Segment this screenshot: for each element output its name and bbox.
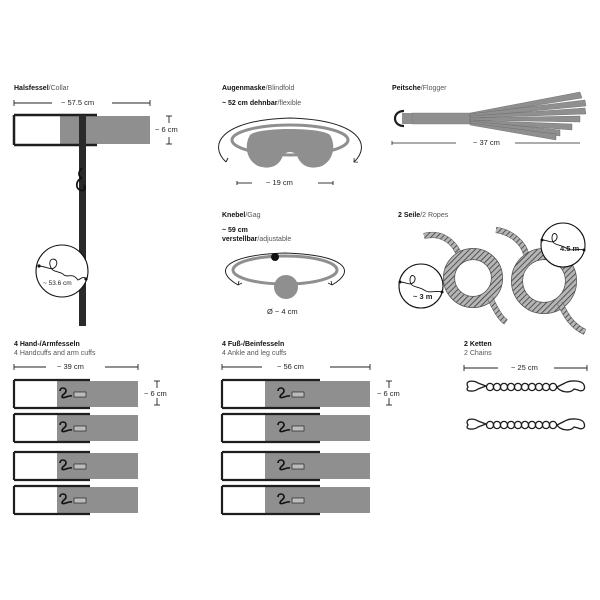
ankle-cuffs-length-label: ~ 56 cm <box>274 362 307 371</box>
hand-cuff-4 <box>12 484 138 516</box>
collar-length-dimension <box>13 100 151 106</box>
chains-length-dimension <box>463 365 588 371</box>
flogger-title-en: Flogger <box>422 85 447 92</box>
gag-title-en: Gag <box>247 212 261 219</box>
rope-2-length-label: 4.5 m <box>560 244 580 253</box>
collar-strap <box>60 116 150 144</box>
hand-cuffs-graphic <box>12 364 160 516</box>
leash-length-label: ~ 53.6 cm <box>43 280 72 287</box>
rope-2-length-callout <box>540 222 586 268</box>
rope-1-length-callout <box>398 263 444 309</box>
snap-hook-icon <box>277 459 291 471</box>
ankle-cuff-4 <box>220 484 370 516</box>
leash-hook-icon <box>75 167 86 192</box>
ropes-title: 2 Seile/2 Ropes <box>398 212 449 219</box>
rope-1 <box>423 232 508 325</box>
gag-adjustable: verstellbar/adjustable <box>222 236 292 243</box>
collar-title-de: Halsfessel <box>14 85 49 92</box>
blindfold-strap <box>230 123 350 157</box>
chains-length-label: ~ 25 cm <box>508 363 541 372</box>
hand-cuff-1 <box>12 378 138 410</box>
gag-title-de: Knebel <box>222 212 246 219</box>
snap-hook-icon <box>277 421 291 433</box>
blindfold-title-en: Blindfold <box>267 85 295 92</box>
snap-hook-icon <box>59 387 73 399</box>
blindfold-width-dimension <box>236 181 334 185</box>
gag-length: ~ 59 cm <box>222 227 248 234</box>
ankle-cuffs-width-dimension <box>386 380 392 406</box>
ankle-cuff-3 <box>220 450 370 482</box>
leash-length-callout <box>35 244 89 298</box>
snap-hook-icon <box>277 493 291 505</box>
chains-title-en: 2 Chains <box>464 350 492 357</box>
collar-width-dimension <box>166 115 172 145</box>
flogger-tails <box>469 91 587 141</box>
collar-length-label: ~ 57.5 cm <box>58 98 98 107</box>
snap-hook-icon <box>59 493 73 505</box>
collar-width-label: ~ 6 cm <box>152 125 181 134</box>
ankle-cuff-2 <box>220 412 370 444</box>
blindfold-mask <box>246 129 334 168</box>
hand-cuffs-length-label: ~ 39 cm <box>54 362 87 371</box>
ankle-cuff-1 <box>220 378 370 410</box>
hand-cuff-3 <box>12 450 138 482</box>
chains-title-de: 2 Ketten <box>464 341 492 348</box>
chains-graphic <box>463 365 588 431</box>
blindfold-title: Augenmaske/Blindfold <box>222 85 295 92</box>
hand-cuff-2 <box>12 412 138 444</box>
collar-graphic <box>12 100 172 326</box>
flogger-title-de: Peitsche <box>392 85 421 92</box>
flogger-length-label: ~ 37 cm <box>470 138 503 147</box>
snap-hook-icon <box>277 387 291 399</box>
chain-2 <box>466 418 586 431</box>
flogger-graphic <box>391 91 587 145</box>
collar-title-en: Collar <box>50 85 69 92</box>
blindfold-graphic <box>218 117 362 185</box>
blindfold-width-label: ~ 19 cm <box>263 178 296 187</box>
ankle-cuffs-graphic <box>220 364 392 516</box>
flogger-length-dimension <box>391 141 580 145</box>
ropes-title-de: 2 Seile <box>398 212 421 219</box>
gag-graphic <box>225 252 345 299</box>
flogger-d-ring-icon <box>393 109 405 128</box>
ropes-title-en: 2 Ropes <box>422 212 449 219</box>
hand-cuffs-title-en: 4 Handcuffs and arm cuffs <box>14 350 96 357</box>
blindfold-title-de: Augenmaske <box>222 85 266 92</box>
flogger-title: Peitsche/Flogger <box>392 85 447 92</box>
collar-leash <box>79 115 86 326</box>
gag-adjust-arrow <box>225 252 345 286</box>
hand-cuffs-title-de: 4 Hand-/Armfesseln <box>14 341 80 348</box>
ankle-cuffs-width-label: ~ 6 cm <box>374 389 403 398</box>
ankle-cuffs-title-en: 4 Ankle and leg cuffs <box>222 350 287 357</box>
collar-title: Halsfessel/Collar <box>14 85 69 92</box>
ankle-cuffs-length-dimension <box>221 364 371 370</box>
gag-ball-diameter-label: Ø ~ 4 cm <box>264 307 301 316</box>
hand-cuffs-width-label: ~ 6 cm <box>141 389 170 398</box>
blindfold-stretch-arrow <box>218 117 362 162</box>
gag-ball <box>274 275 298 299</box>
hand-cuffs-width-dimension <box>154 380 160 406</box>
hand-cuffs-length-dimension <box>13 364 139 370</box>
flogger-handle <box>411 112 471 125</box>
rope-1-length-label: ~ 3 m <box>413 292 433 301</box>
chain-1 <box>466 380 586 393</box>
gag-title: Knebel/Gag <box>222 212 261 219</box>
ropes-graphic <box>398 222 587 335</box>
ankle-cuffs-title-de: 4 Fuß-/Beinfesseln <box>222 341 285 348</box>
snap-hook-icon <box>59 459 73 471</box>
snap-hook-icon <box>59 421 73 433</box>
gag-buckle-icon <box>271 253 279 261</box>
blindfold-strap-length: ~ 52 cm dehnbar/flexible <box>222 100 302 107</box>
